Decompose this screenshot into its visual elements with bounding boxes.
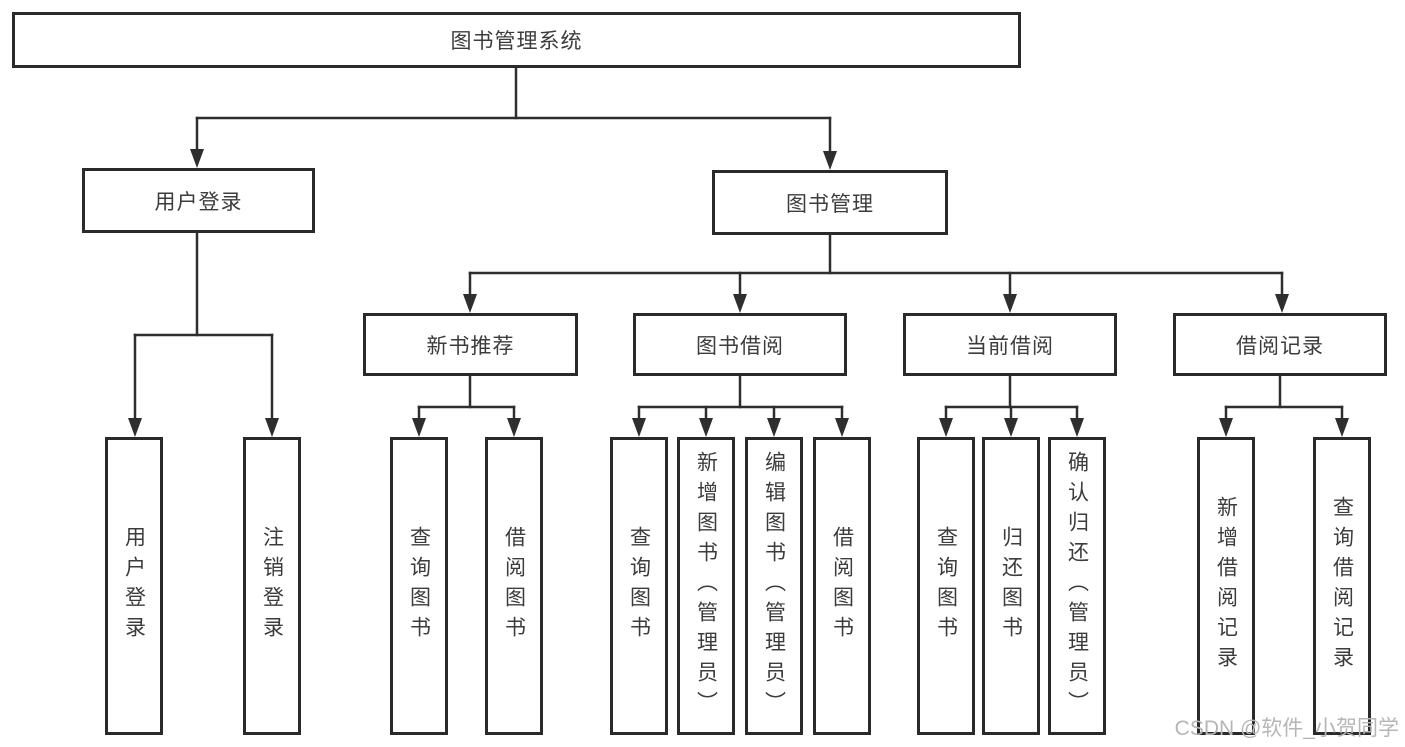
node-borrowing-records: 借阅记录 <box>1173 313 1387 376</box>
leaf-logout: 注销登录 <box>243 437 301 735</box>
leaf-user-login: 用户登录 <box>105 437 163 735</box>
node-book-borrowing: 图书借阅 <box>633 313 847 376</box>
leaf-edit-books-admin: 编辑图书（管理员） <box>745 437 803 735</box>
leaf-add-borrow-record: 新增借阅记录 <box>1197 437 1255 735</box>
arrowheads <box>128 149 1349 437</box>
leaf-query-books-recommend: 查询图书 <box>390 437 448 735</box>
leaf-query-books-current: 查询图书 <box>917 437 975 735</box>
leaf-borrow-books-borrowing: 借阅图书 <box>813 437 871 735</box>
leaf-query-borrow-record: 查询借阅记录 <box>1313 437 1371 735</box>
leaf-return-books: 归还图书 <box>982 437 1040 735</box>
leaf-add-books-admin: 新增图书（管理员） <box>677 437 735 735</box>
leaf-borrow-books-recommend: 借阅图书 <box>485 437 543 735</box>
node-current-borrowing: 当前借阅 <box>903 313 1117 376</box>
node-user-login: 用户登录 <box>82 168 315 233</box>
node-new-book-recommend: 新书推荐 <box>363 313 578 376</box>
node-book-management: 图书管理 <box>712 170 948 235</box>
csdn-watermark: CSDN @软件_小贺同学 <box>1174 717 1399 740</box>
leaf-query-books-borrowing: 查询图书 <box>610 437 668 735</box>
node-library-management-system: 图书管理系统 <box>12 12 1021 68</box>
leaf-confirm-return-admin: 确认归还（管理员） <box>1048 437 1106 735</box>
